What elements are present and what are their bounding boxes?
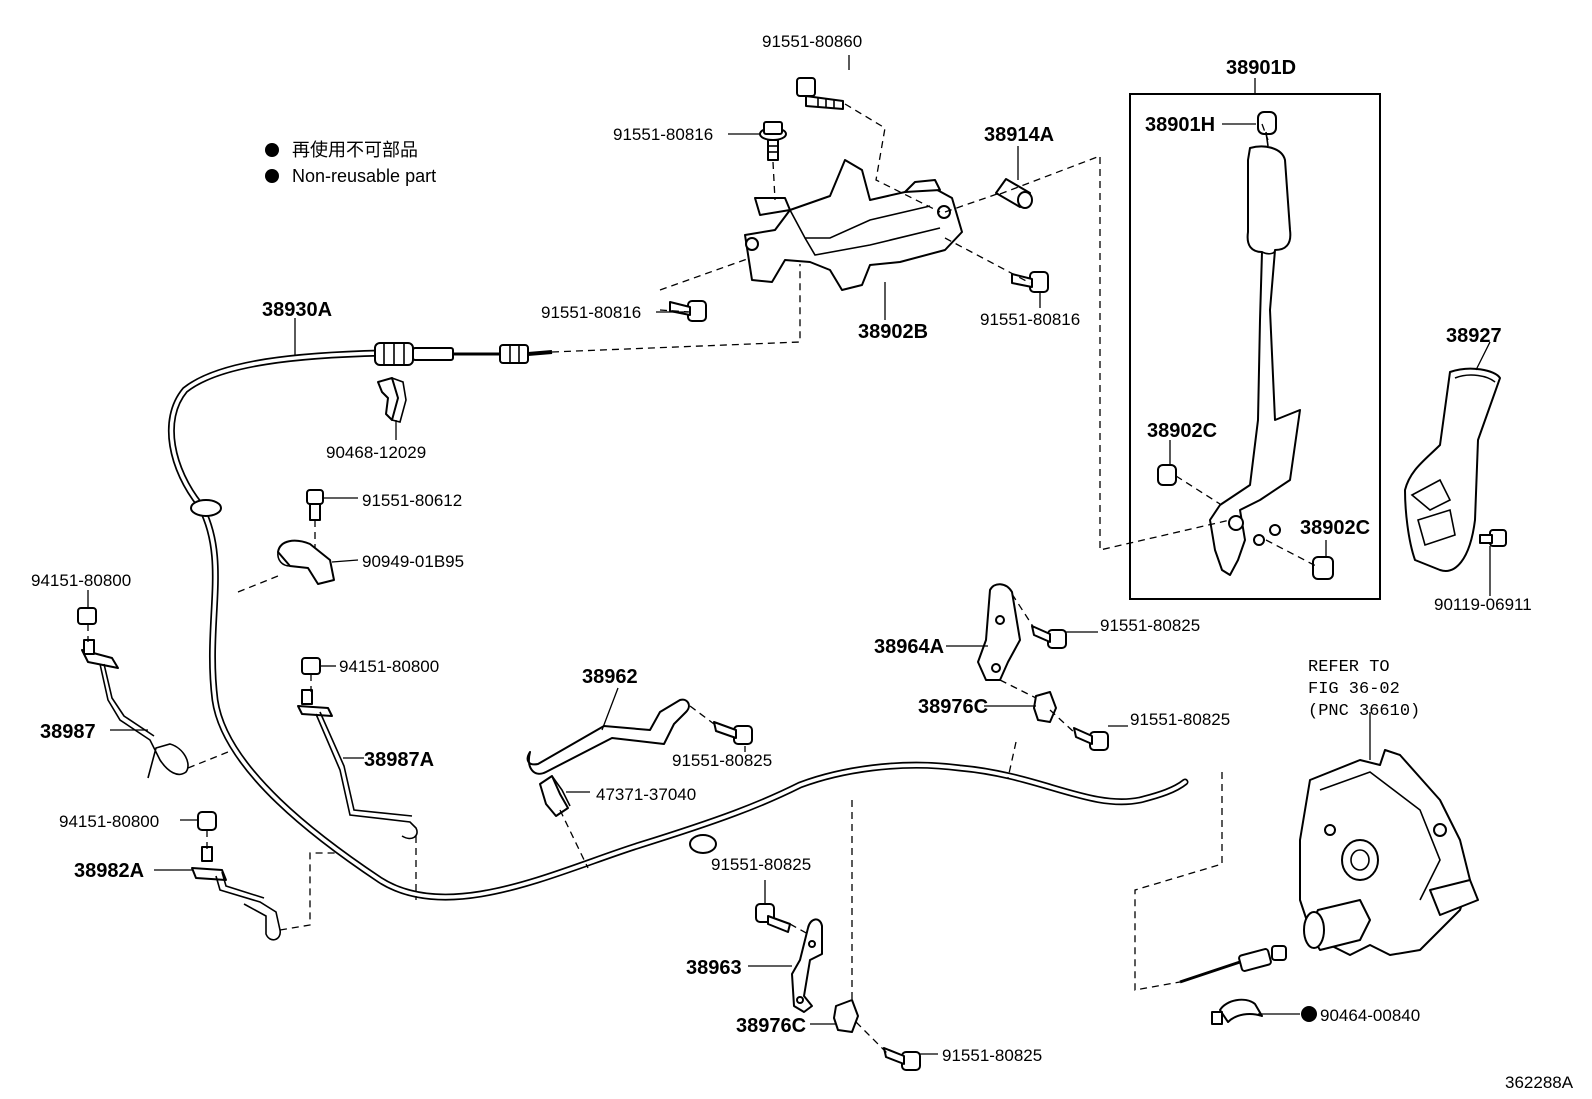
clip-90468-12029	[377, 377, 407, 423]
non-reusable-dot-icon	[265, 143, 279, 157]
screw-90119-06911	[1479, 529, 1507, 547]
label-38902B: 38902B	[858, 321, 928, 343]
lever-assembly-38901D	[1129, 93, 1381, 600]
nut-94151-80800	[77, 607, 97, 625]
label-47371-37040: 47371-37040	[596, 785, 696, 804]
refer-note: REFER TO FIG 36-02 (PNC 36610)	[1308, 658, 1420, 721]
rod-38987	[77, 607, 189, 779]
label-38930A: 38930A	[262, 299, 332, 321]
label-91551-80825-b: 91551-80825	[1100, 616, 1200, 635]
clamp-38976C-upper	[1033, 691, 1057, 723]
label-38976C-lower: 38976C	[736, 1015, 806, 1037]
nut-94151-80800	[197, 811, 217, 831]
label-38927: 38927	[1446, 325, 1502, 347]
bracket-38902B	[744, 159, 963, 291]
label-91551-80825-e: 91551-80825	[942, 1046, 1042, 1065]
legend-jp-text: 再使用不可部品	[292, 140, 418, 160]
legend-en-text: Non-reusable part	[292, 166, 436, 186]
bracket-38963	[791, 918, 823, 1013]
dashed-guides	[87, 103, 1317, 1055]
collar-38914A	[995, 178, 1033, 209]
label-91551-80816-top: 91551-80816	[613, 125, 713, 144]
clip-90464-00840	[1211, 998, 1263, 1025]
nut-94151-80800	[301, 657, 321, 675]
refer-line-2: FIG 36-02	[1308, 680, 1400, 699]
leader-lines	[87, 55, 1491, 1055]
label-90464-00840: 90464-00840	[1320, 1006, 1420, 1025]
bolt-91551-80825-b	[1031, 625, 1067, 649]
label-38987A: 38987A	[364, 749, 434, 771]
label-91551-80825-c: 91551-80825	[1130, 710, 1230, 729]
bolt-91551-80825-e	[883, 1047, 921, 1071]
label-91551-80612: 91551-80612	[362, 491, 462, 510]
bushing-38902C-right	[1312, 556, 1334, 580]
bolt-91551-80860	[796, 77, 844, 110]
transmission-unit	[1299, 749, 1479, 956]
label-38962: 38962	[582, 666, 638, 688]
label-38901H: 38901H	[1145, 114, 1215, 136]
bolt-91551-80825-c	[1073, 727, 1109, 751]
figure-code: 362288A	[1505, 1073, 1574, 1092]
label-94151-80800-a: 94151-80800	[31, 571, 131, 590]
bolt-91551-80825-a	[713, 721, 753, 745]
refer-line-1: REFER TO	[1308, 658, 1390, 677]
non-reusable-dot-icon	[265, 169, 279, 183]
legend: 再使用不可部品 Non-reusable part	[265, 140, 436, 186]
rod-38987A	[297, 657, 418, 840]
cable-end-transmission	[1179, 945, 1287, 984]
label-91551-80816-left: 91551-80816	[541, 303, 641, 322]
label-91551-80816-right: 91551-80816	[980, 310, 1080, 329]
label-91551-80860: 91551-80860	[762, 32, 862, 51]
label-38902C-left: 38902C	[1147, 420, 1217, 442]
label-38914A: 38914A	[984, 124, 1054, 146]
label-91551-80825-a: 91551-80825	[672, 751, 772, 770]
label-94151-80800-c: 94151-80800	[59, 812, 159, 831]
label-91551-80825-d: 91551-80825	[711, 855, 811, 874]
cable-grommet	[190, 499, 222, 517]
refer-line-3: (PNC 36610)	[1308, 702, 1420, 721]
rod-38982A	[191, 811, 281, 941]
bracket-38964A	[977, 583, 1021, 681]
clamp-38976C-lower	[833, 999, 859, 1033]
label-38902C-right: 38902C	[1300, 517, 1370, 539]
bracket-38962	[526, 698, 690, 775]
bolt-91551-80612	[306, 489, 324, 521]
label-38964A: 38964A	[874, 636, 944, 658]
bolt-91551-80816-top	[759, 121, 787, 161]
clamp-90949-01B95	[277, 539, 335, 585]
label-90949-01B95: 90949-01B95	[362, 552, 464, 571]
cable-38930A	[168, 342, 1189, 901]
bolt-91551-80816-right	[1011, 271, 1049, 293]
label-38901D: 38901D	[1226, 57, 1296, 79]
bushing-38902C-left	[1157, 464, 1177, 486]
clip-47371-37040	[539, 775, 571, 817]
label-90119-06911: 90119-06911	[1434, 595, 1532, 614]
label-94151-80800-b: 94151-80800	[339, 657, 439, 676]
bolt-91551-80825-d	[755, 903, 791, 933]
label-38963: 38963	[686, 957, 742, 979]
label-38982A: 38982A	[74, 860, 144, 882]
non-reusable-dot-icon	[1301, 1006, 1317, 1022]
cable-grommet	[689, 834, 717, 854]
cover-38927	[1404, 367, 1501, 572]
label-38976C-upper: 38976C	[918, 696, 988, 718]
label-90468-12029: 90468-12029	[326, 443, 426, 462]
label-38987: 38987	[40, 721, 96, 743]
part-labels: 91551-80860 91551-80816 38914A 91551-808…	[31, 32, 1532, 1065]
